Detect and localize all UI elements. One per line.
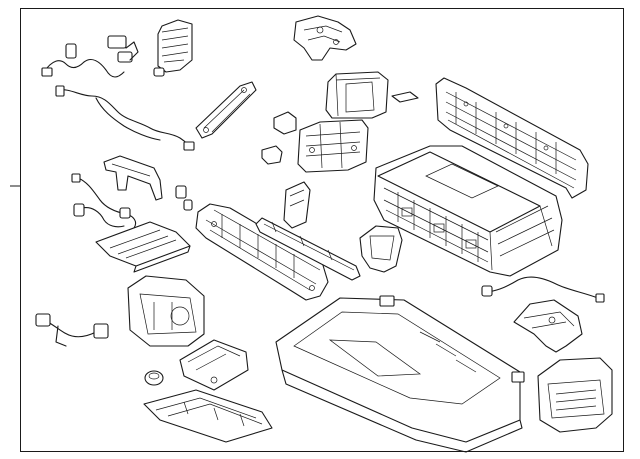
cable-lower-left [71, 173, 137, 229]
blower-fan-right [537, 357, 613, 433]
grommet [144, 370, 164, 386]
battery-pack-assembly [373, 145, 563, 277]
battery-tray [275, 295, 525, 453]
support-bracket [179, 339, 249, 391]
bus-bar-bracket [195, 81, 257, 139]
small-clips [261, 111, 297, 165]
blower-housing-left [127, 275, 205, 347]
sensor-cable-right [481, 276, 605, 303]
connector-lead-left [35, 313, 109, 347]
cover-bracket-top [293, 15, 357, 61]
bracket-rail-long [255, 217, 361, 281]
battery-carrier-frame [195, 203, 329, 301]
duct-upper [325, 71, 389, 119]
fan-bracket-right [513, 299, 583, 353]
tray-plate-left [95, 221, 191, 273]
small-pad [391, 91, 419, 103]
connector-clip-stack [153, 19, 193, 77]
wire-harness-left [41, 35, 195, 151]
skid-plate [143, 389, 273, 443]
mounting-bracket-center [297, 119, 369, 173]
side-brace-left [103, 155, 193, 211]
battery-frame-rail [435, 77, 589, 199]
cooling-duct-elbow [283, 181, 403, 273]
diagram-frame [20, 8, 624, 452]
